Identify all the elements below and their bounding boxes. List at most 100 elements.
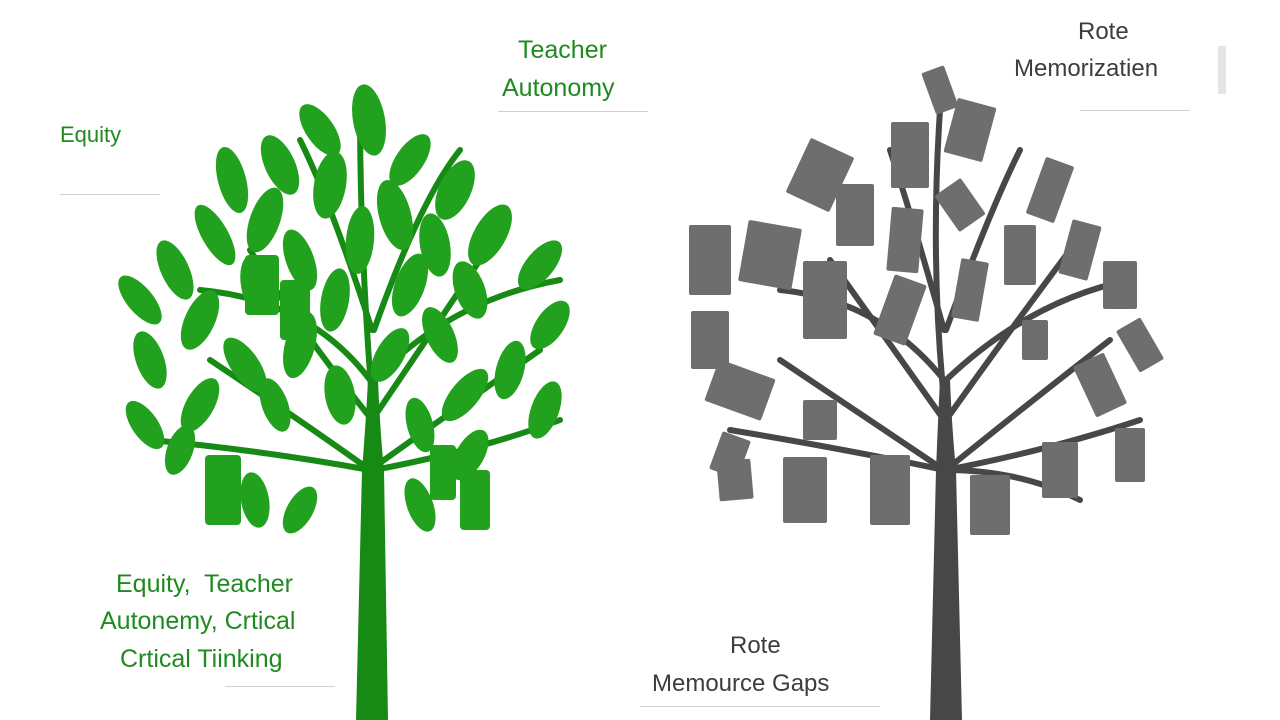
leaf: [530, 300, 570, 350]
leaf-block: [460, 470, 490, 530]
leaf: [468, 204, 512, 266]
paper-sheet: [803, 400, 837, 440]
paper-sheet: [943, 98, 997, 162]
leaf: [528, 381, 562, 439]
paper-tree: [689, 65, 1164, 720]
label-rote-bottom: Rote: [730, 632, 781, 659]
leaf: [419, 213, 451, 277]
paper-sheet: [803, 261, 847, 339]
leaf: [324, 365, 356, 425]
leaf: [180, 290, 220, 350]
paper-sheet: [870, 455, 910, 525]
branch: [727, 427, 947, 473]
leaf: [180, 378, 220, 432]
paper-sheet: [783, 457, 827, 523]
leaf: [352, 84, 386, 156]
bottom-left-guide-line: [225, 686, 335, 687]
paper-sheet: [891, 122, 929, 188]
paper-sheet: [738, 220, 802, 290]
paper-sheet: [951, 258, 989, 322]
leaf: [246, 187, 284, 253]
paper-sheet: [836, 184, 874, 246]
branch: [827, 257, 947, 423]
leaf: [405, 397, 435, 453]
paper-sheet: [1026, 157, 1074, 223]
label-bottom-line-1: Equity, Teacher: [116, 570, 293, 598]
healthy-tree-panel: Equity Teacher Autonomy Equity, Teacher …: [60, 36, 648, 720]
scroll-edge-marker: [1218, 46, 1226, 94]
branch: [297, 137, 375, 333]
leaf: [370, 328, 410, 382]
paper-sheet: [921, 65, 959, 115]
trunk: [356, 380, 388, 720]
leaf: [156, 240, 194, 300]
leaf: [223, 337, 267, 393]
barren-tree-illustration: [689, 65, 1164, 720]
label-rote-top: Rote: [1078, 18, 1129, 45]
leaf: [345, 206, 375, 274]
paper-sheet: [1116, 317, 1164, 373]
leaf: [282, 486, 318, 534]
leaf-block: [245, 255, 279, 315]
paper-sheet: [691, 311, 729, 369]
label-memorization: Memorizatien: [1014, 55, 1159, 82]
label-bottom-line-2: Autonemy, Crtical: [100, 607, 296, 635]
leaf: [435, 160, 475, 220]
equity-guide-line: [60, 194, 160, 195]
healthy-tree-illustration: [118, 84, 570, 720]
paper-sheet: [1004, 225, 1036, 285]
paper-sheet: [704, 359, 776, 421]
leaf: [313, 151, 347, 219]
leaf: [125, 400, 165, 450]
paper-sheet: [1115, 428, 1145, 482]
trunk: [930, 380, 962, 720]
leaf: [452, 261, 488, 319]
leaf: [259, 378, 291, 432]
branch: [371, 147, 463, 333]
paper-sheet: [1073, 353, 1127, 417]
paper-sheet: [970, 475, 1010, 535]
leaf: [240, 472, 270, 528]
paper-sheet: [886, 206, 924, 274]
leaf: [164, 425, 196, 475]
paper-sheet: [689, 225, 731, 295]
leaf: [389, 134, 431, 186]
paper-sheet: [1103, 261, 1137, 309]
leaf-block: [205, 455, 241, 525]
label-equity: Equity: [60, 122, 122, 147]
leaf: [215, 146, 249, 214]
leaf: [451, 429, 489, 481]
leaf: [422, 307, 458, 363]
barren-tree-panel: Rote Memorizatien Rote Memource Gaps: [640, 0, 1280, 720]
paper-sheet: [1058, 219, 1102, 281]
leaf: [118, 275, 162, 325]
leaf: [494, 340, 526, 400]
label-bottom-line-3: Crtical Tiinking: [120, 645, 283, 673]
label-teacher: Teacher: [518, 36, 607, 64]
leaf: [391, 253, 429, 317]
leaf: [320, 268, 350, 332]
leaf: [133, 331, 167, 389]
label-autonomy: Autonomy: [502, 74, 615, 102]
leaf: [282, 229, 318, 291]
healthy-tree: [118, 84, 570, 720]
branch: [207, 357, 373, 473]
leaf: [376, 179, 414, 251]
branch: [777, 357, 947, 473]
leaf-block: [430, 445, 456, 500]
leaf: [404, 478, 436, 532]
leaf-block: [280, 280, 310, 340]
leaf: [517, 240, 563, 290]
leaf: [299, 104, 341, 156]
paper-sheet: [873, 274, 927, 346]
paper-sheet: [1042, 442, 1078, 498]
paper-sheet: [935, 178, 985, 232]
branch: [932, 107, 947, 403]
paper-sheet: [1022, 320, 1048, 360]
leaf: [194, 204, 236, 266]
leaf: [260, 135, 300, 195]
autonomy-guide-line: [498, 111, 648, 112]
bottom-right-guide-line: [640, 706, 880, 707]
paper-sheet: [709, 431, 751, 479]
